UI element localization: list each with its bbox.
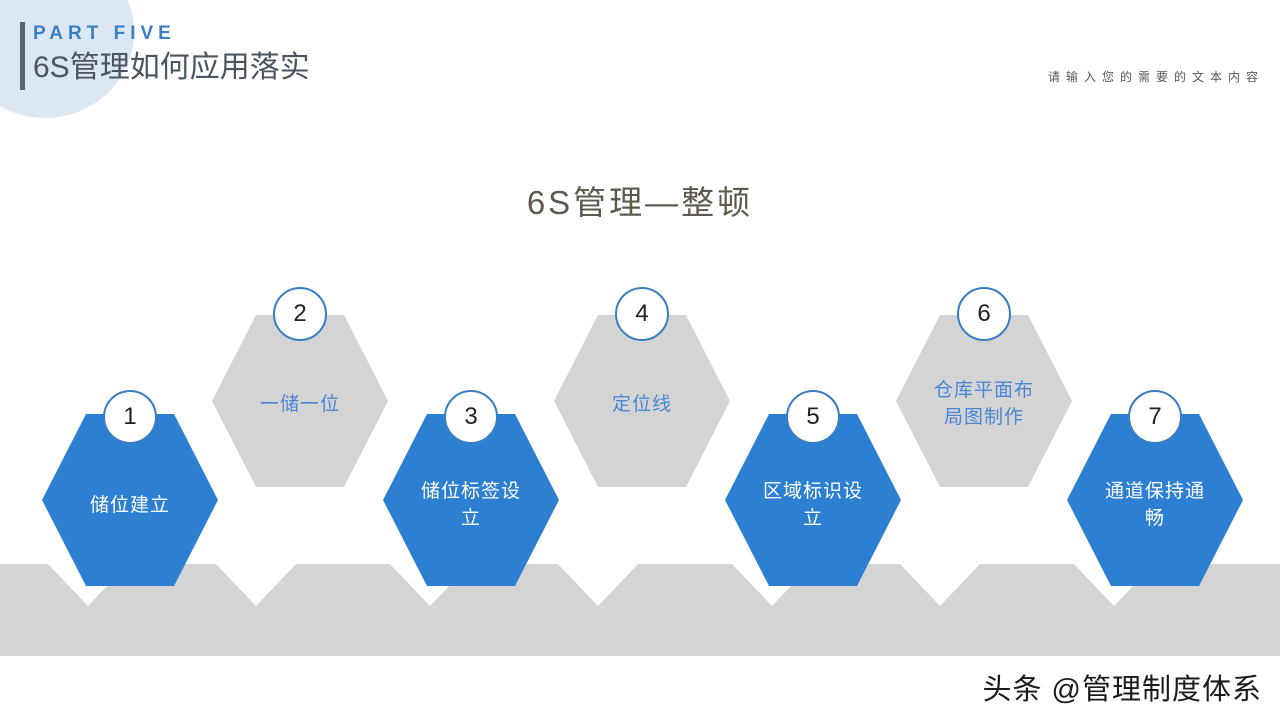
watermark: 头条 @管理制度体系 — [982, 674, 1262, 706]
badge-step-3: 3 — [444, 390, 498, 444]
hex-step-1-label: 储位建立 — [89, 494, 170, 516]
hex-step-5-label: 区域标识设立 — [762, 481, 863, 529]
hex-step-6-label: 仓库平面布局图制作 — [933, 380, 1034, 428]
hex-step-2-label: 一储一位 — [259, 393, 340, 415]
badge-step-5-number: 5 — [806, 403, 820, 430]
hex-step-3-label: 储位标签设立 — [420, 481, 521, 529]
badge-step-1-number: 1 — [123, 403, 137, 430]
badge-step-4: 4 — [615, 287, 669, 341]
part-label: PART FIVE — [33, 23, 176, 44]
badge-step-6-number: 6 — [977, 300, 991, 327]
badge-step-1: 1 — [103, 390, 157, 444]
badge-step-3-number: 3 — [464, 403, 478, 430]
header-note-text: 请输入您的需要的文本内容 — [1047, 70, 1264, 84]
header-title: 6S管理如何应用落实 — [33, 51, 310, 84]
badge-step-7: 7 — [1128, 390, 1182, 444]
badge-step-4-number: 4 — [635, 300, 649, 327]
badge-step-2: 2 — [273, 287, 327, 341]
hex-step-7-label: 通道保持通畅 — [1104, 481, 1205, 529]
hex-step-4-label: 定位线 — [611, 393, 672, 415]
badge-step-5: 5 — [786, 390, 840, 444]
band-shape — [0, 564, 1280, 656]
header-accent-bar — [20, 22, 25, 90]
process-band — [0, 564, 1280, 656]
badge-step-6: 6 — [957, 287, 1011, 341]
header-text-group: PART FIVE 6S管理如何应用落实 — [33, 20, 310, 89]
page-title: 6S管理—整顿 — [526, 184, 754, 221]
badge-step-7-number: 7 — [1148, 403, 1162, 430]
badge-step-2-number: 2 — [293, 300, 307, 327]
